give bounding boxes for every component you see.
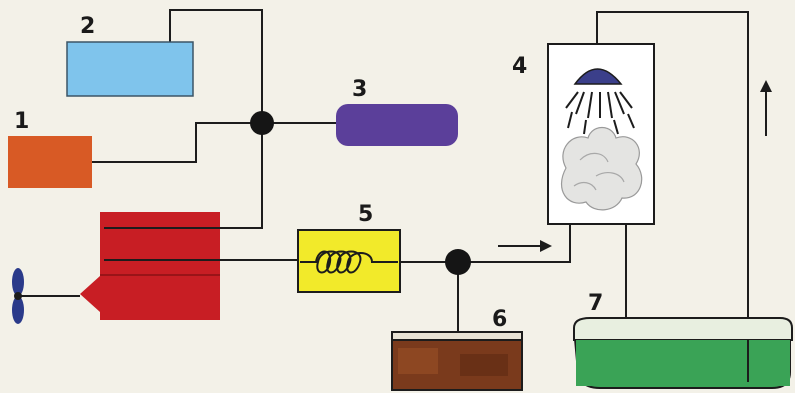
sprayer-icon (573, 68, 623, 85)
cloud-texture (573, 152, 625, 191)
label-2: 2 (80, 14, 95, 39)
machine-nose (80, 276, 100, 312)
label-5: 5 (358, 202, 373, 227)
label-3: 3 (352, 77, 367, 102)
wire-tank-return (596, 11, 749, 360)
junction-node-lower (445, 249, 471, 275)
label-4: 4 (512, 54, 527, 79)
wire-block2-junction (169, 9, 263, 123)
wire-junction2-chamber (458, 222, 571, 263)
coil-icon (300, 250, 398, 274)
fan-icon (12, 268, 80, 324)
chamber-4 (547, 43, 655, 225)
cloud-mass (561, 126, 643, 211)
machine-block (80, 212, 220, 320)
junction-node-upper (250, 111, 274, 135)
spray-streams (565, 91, 635, 135)
label-7: 7 (588, 291, 603, 316)
label-1: 1 (14, 109, 29, 134)
block-2 (66, 41, 194, 97)
arrow-right-icon (498, 240, 552, 252)
block-3 (336, 104, 458, 146)
tank-7 (573, 317, 793, 389)
wire-block1-junction (92, 122, 262, 163)
arrow-up-icon (760, 80, 772, 136)
block-1 (8, 136, 92, 188)
tray-6 (391, 331, 523, 391)
label-6: 6 (492, 307, 507, 332)
